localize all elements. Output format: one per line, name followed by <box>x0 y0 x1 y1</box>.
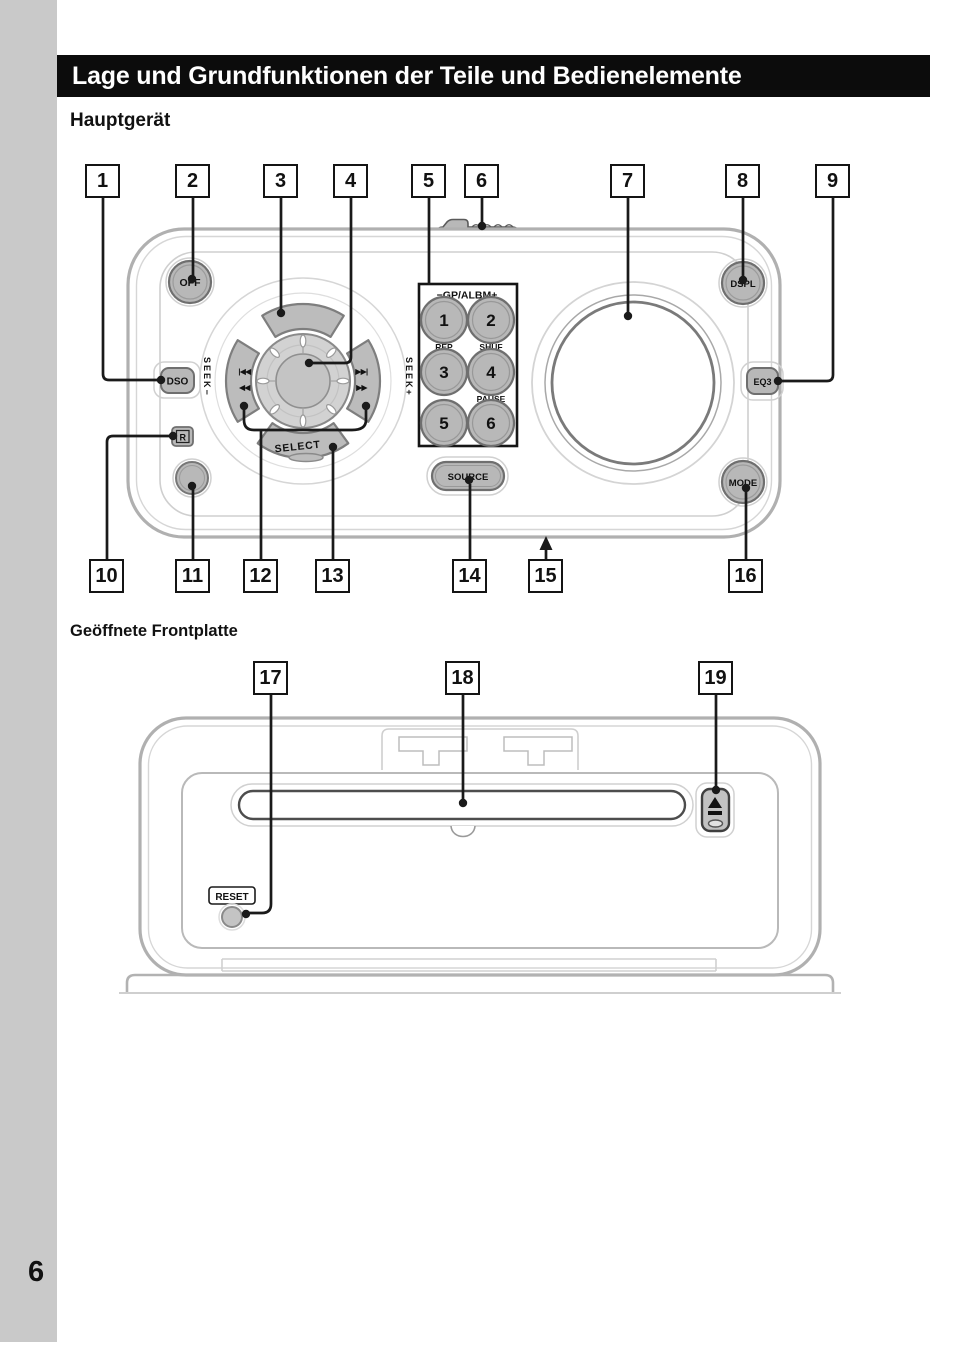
svg-text:5: 5 <box>439 414 448 433</box>
seek-plus-label: SEEK+ <box>404 357 414 397</box>
rewind-icon: ◀◀ <box>238 383 251 392</box>
callout-13: 13 <box>315 559 350 593</box>
main-unit-heading: Hauptgerät <box>70 110 171 131</box>
callout-4: 4 <box>333 164 368 198</box>
callout-6: 6 <box>464 164 499 198</box>
fast-forward-icon: ▶▶ <box>355 383 368 392</box>
section-header-title: Lage und Grundfunktionen der Teile und B… <box>72 61 742 90</box>
callout-12: 12 <box>243 559 278 593</box>
select-button-label: SELECT <box>274 439 321 456</box>
callout-lines <box>101 198 835 919</box>
shuf-label: SHUF <box>479 342 502 352</box>
front-plate-base <box>119 958 841 994</box>
control-cluster: |◀◀ ◀◀ ▶▶| ▶▶ SELECT <box>202 302 414 463</box>
mode-button-illustration: MODE <box>718 457 768 507</box>
svg-text:6: 6 <box>486 414 495 433</box>
open-front-heading: Geöffnete Frontplatte <box>70 622 238 640</box>
main-unit-illustration: OFF DSO R <box>126 218 784 539</box>
center-dial <box>255 333 351 429</box>
callout-19: 19 <box>698 661 733 695</box>
eq3-button-label: EQ3 <box>753 377 771 387</box>
callout-18: 18 <box>445 661 480 695</box>
callout-17: 17 <box>253 661 288 695</box>
dspl-button-label: DSPL <box>730 279 756 290</box>
callout-11: 11 <box>175 559 210 593</box>
reset-label: RESET <box>215 892 248 903</box>
page-number: 6 <box>28 1256 45 1288</box>
callout-9: 9 <box>815 164 850 198</box>
svg-text:2: 2 <box>486 311 495 330</box>
rep-label: REP <box>435 342 453 352</box>
slot-notch <box>450 825 476 838</box>
number-key-group: −GP/ALBM+ 1 2 REP SHUF 3 <box>417 282 519 448</box>
eject-grip <box>707 819 724 828</box>
callout-14: 14 <box>452 559 487 593</box>
callout-10: 10 <box>89 559 124 593</box>
num-button-3: 3 <box>419 347 469 397</box>
callout-1: 1 <box>85 164 120 198</box>
seek-minus-label: SEEK− <box>202 357 212 397</box>
callout-3: 3 <box>263 164 298 198</box>
num-button-6: 6 <box>466 398 516 448</box>
volume-dial <box>531 281 735 485</box>
num-button-1: 1 <box>419 295 469 345</box>
front-plate-illustration: RESET <box>119 716 841 994</box>
callout-5: 5 <box>411 164 446 198</box>
source-button-illustration: SOURCE <box>426 456 509 496</box>
callout-16: 16 <box>728 559 763 593</box>
arrow-up-icon <box>539 536 553 550</box>
callout-2: 2 <box>175 164 210 198</box>
next-track-icon: ▶▶| <box>354 367 368 376</box>
callout-7: 7 <box>610 164 645 198</box>
select-grip <box>288 452 324 463</box>
eject-icon <box>708 797 722 815</box>
callout-15: 15 <box>528 559 563 593</box>
svg-text:1: 1 <box>439 311 448 330</box>
reset-control: RESET <box>208 886 256 931</box>
seek-back-button <box>224 339 260 423</box>
rotary-receiver-label: R <box>180 433 187 443</box>
callout-8: 8 <box>725 164 760 198</box>
reset-hole <box>221 906 243 928</box>
seek-forward-button <box>346 339 382 423</box>
section-header: Lage und Grundfunktionen der Teile und B… <box>57 55 930 97</box>
num-button-5: 5 <box>419 398 469 448</box>
num-button-2: 2 <box>466 295 516 345</box>
mode-button-label: MODE <box>729 478 758 489</box>
prev-track-icon: |◀◀ <box>238 367 252 376</box>
left-margin-strip <box>0 0 57 1342</box>
svg-text:3: 3 <box>439 363 448 382</box>
dso-button-label: DSO <box>167 377 189 388</box>
connector-tab <box>381 728 579 770</box>
num-button-4: 4 <box>466 347 516 397</box>
svg-text:4: 4 <box>486 363 496 382</box>
